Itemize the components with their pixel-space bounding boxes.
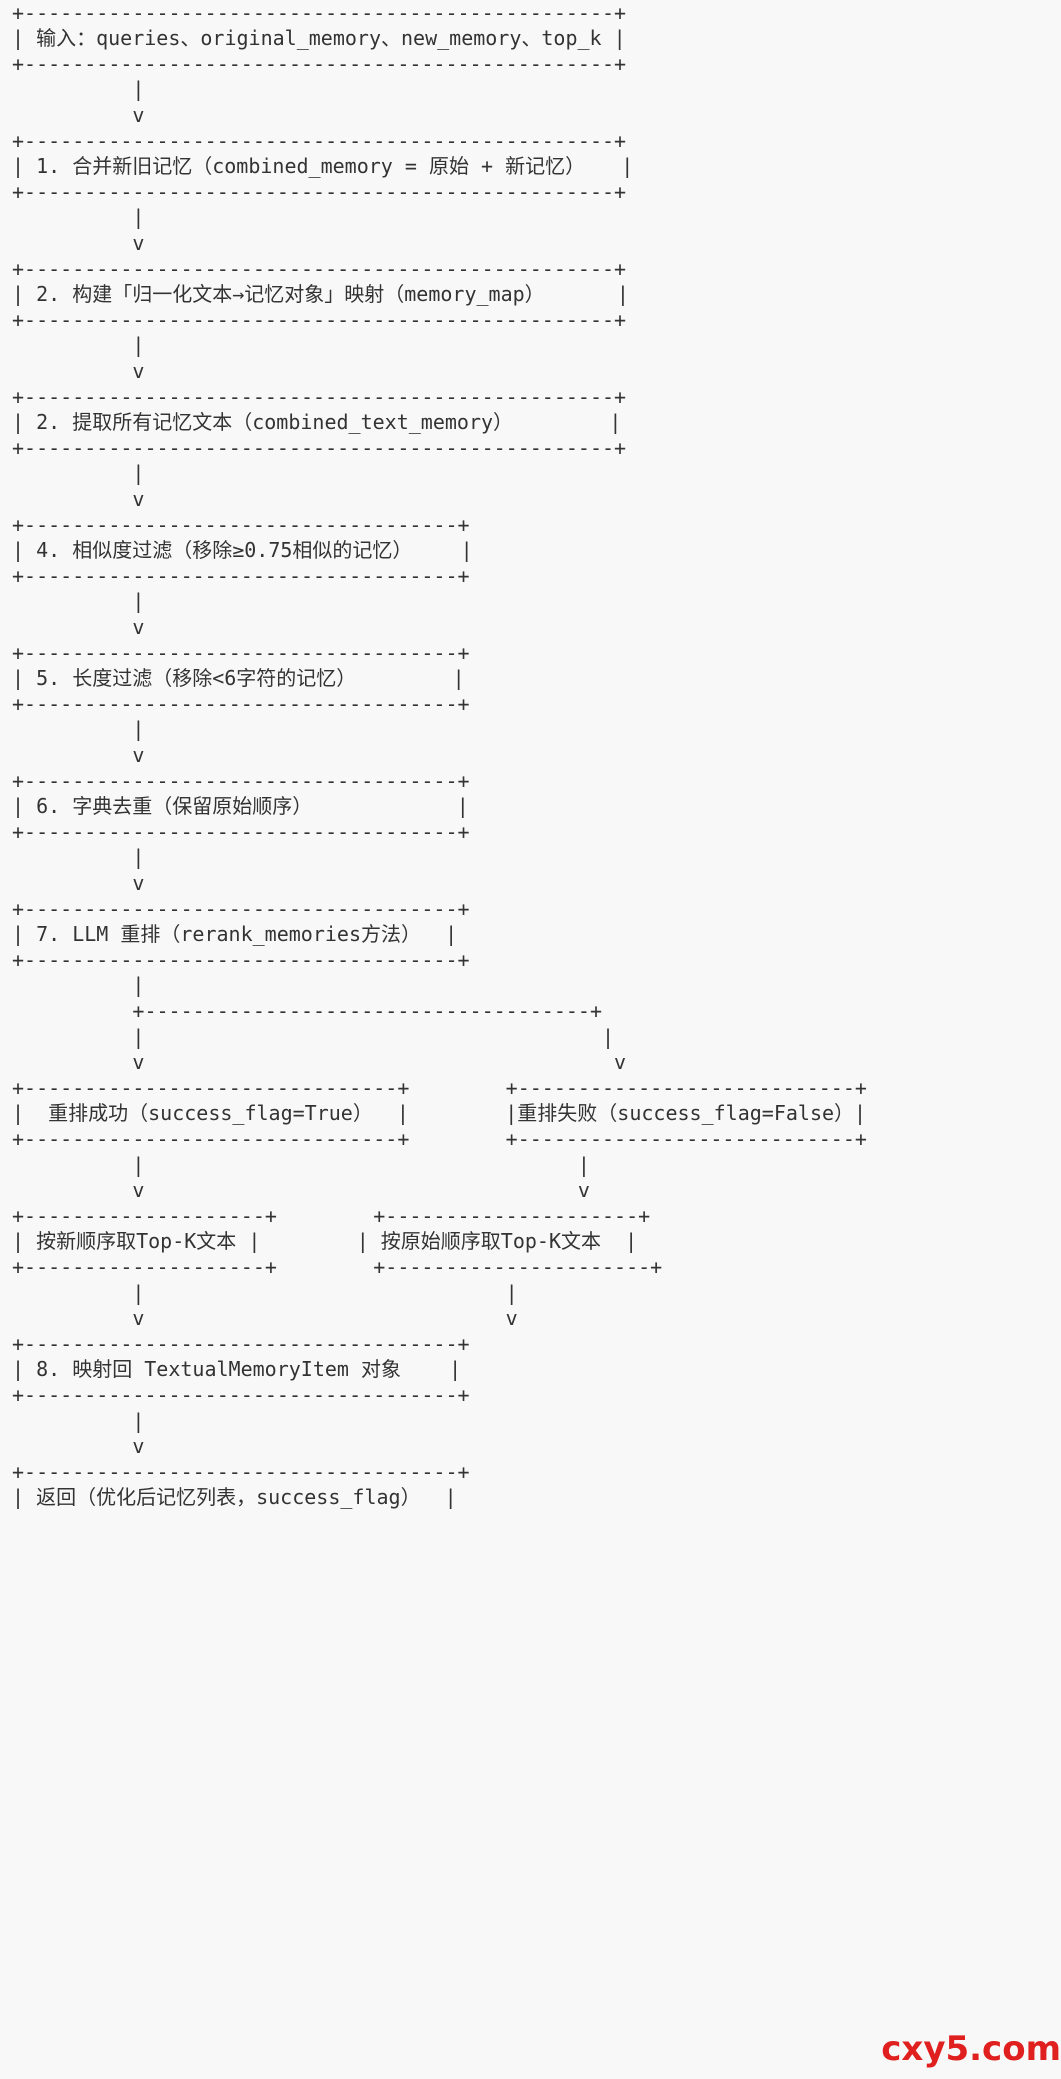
flow-line: v — [12, 359, 145, 383]
flow-line: | — [12, 333, 145, 357]
flow-line: v v — [12, 1178, 590, 1202]
flow-line: +------------------------------------+ — [12, 1332, 470, 1356]
flow-line: +-------------------------------+ +-----… — [12, 1127, 867, 1151]
flow-line: v — [12, 103, 145, 127]
flow-line: +---------------------------------------… — [12, 129, 627, 153]
flow-line: | | — [12, 1281, 518, 1305]
flow-line: | | — [12, 1025, 615, 1049]
flow-line: | 4. 相似度过滤（移除≥0.75相似的记忆） | — [12, 538, 473, 562]
flow-line: | 7. LLM 重排（rerank_memories方法） | — [12, 922, 458, 946]
flow-line: +------------------------------------+ — [12, 641, 470, 665]
flow-line: | — [12, 973, 145, 997]
flow-line: +--------------------+ +----------------… — [12, 1204, 651, 1228]
flow-line: | 5. 长度过滤（移除<6字符的记忆） | — [12, 666, 465, 690]
flow-line: +------------------------------------+ — [12, 948, 470, 972]
flow-line: +-------------------------------+ +-----… — [12, 1076, 867, 1100]
flow-line: +------------------------------------+ — [12, 513, 470, 537]
flow-line: +-------------------------------------+ — [12, 999, 603, 1023]
flow-line: | 重排成功（success_flag=True） | |重排失败（succes… — [12, 1101, 867, 1125]
flow-line: +------------------------------------+ — [12, 1383, 470, 1407]
flow-line: +---------------------------------------… — [12, 1, 627, 25]
flow-line: | — [12, 589, 145, 613]
flow-line: | — [12, 77, 145, 101]
flow-line: +------------------------------------+ — [12, 769, 470, 793]
flow-line: v — [12, 871, 145, 895]
flow-line: | 8. 映射回 TextualMemoryItem 对象 | — [12, 1357, 462, 1381]
flow-line: +---------------------------------------… — [12, 180, 627, 204]
flow-line: +------------------------------------+ — [12, 820, 470, 844]
flow-line: | — [12, 205, 145, 229]
flow-line: | — [12, 461, 145, 485]
flow-line: v — [12, 1434, 145, 1458]
flow-line: | 6. 字典去重（保留原始顺序） | — [12, 794, 469, 818]
flow-line: +--------------------+ +----------------… — [12, 1255, 663, 1279]
flow-line: | — [12, 1409, 145, 1433]
flow-line: +---------------------------------------… — [12, 436, 627, 460]
flow-line: | 1. 合并新旧记忆（combined_memory = 原始 + 新记忆） … — [12, 154, 634, 178]
flow-line: | | — [12, 1153, 590, 1177]
flow-line: v — [12, 231, 145, 255]
flow-line: | 2. 构建「归一化文本→记忆对象」映射（memory_map） | — [12, 282, 629, 306]
flow-line: | 输入：queries、original_memory、new_memory、… — [12, 26, 626, 50]
flow-line: +------------------------------------+ — [12, 692, 470, 716]
flow-line: v v — [12, 1306, 518, 1330]
flow-line: | — [12, 717, 145, 741]
flow-line: v v — [12, 1050, 627, 1074]
flow-line: | 返回（优化后记忆列表，success_flag） | — [12, 1485, 457, 1509]
site-watermark: cxy5.com — [881, 2029, 1061, 2069]
flow-line: | 按新顺序取Top-K文本 | | 按原始顺序取Top-K文本 | — [12, 1229, 638, 1253]
flow-line: +---------------------------------------… — [12, 308, 627, 332]
flow-line: +---------------------------------------… — [12, 257, 627, 281]
flow-line: | — [12, 845, 145, 869]
flow-line: +---------------------------------------… — [12, 52, 627, 76]
flow-line: v — [12, 743, 145, 767]
flow-line: +------------------------------------+ — [12, 564, 470, 588]
flow-line: +------------------------------------+ — [12, 897, 470, 921]
flow-line: +------------------------------------+ — [12, 1460, 470, 1484]
flow-line: +---------------------------------------… — [12, 385, 627, 409]
flow-line: | 2. 提取所有记忆文本（combined_text_memory） | — [12, 410, 622, 434]
flow-line: v — [12, 487, 145, 511]
flow-line: v — [12, 615, 145, 639]
